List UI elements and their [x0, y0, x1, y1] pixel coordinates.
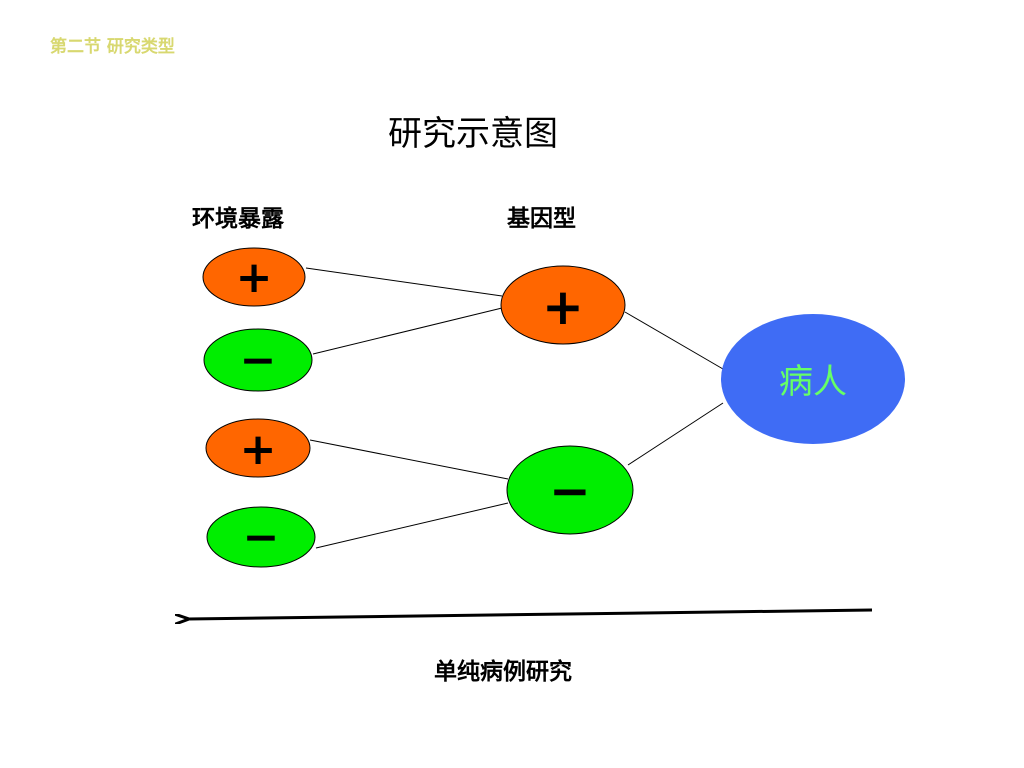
exposure-sign-4: −	[243, 512, 280, 563]
exposure-sign-2: −	[240, 335, 277, 386]
exposure-label: 环境暴露	[192, 205, 284, 232]
connector-exp3-gen2	[309, 439, 509, 480]
genotype-node-negative: −	[506, 445, 634, 535]
genotype-node-positive: +	[500, 265, 626, 345]
study-caption: 单纯病例研究	[434, 658, 572, 685]
genotype-sign-2: −	[549, 462, 591, 520]
exposure-node-positive-1: +	[202, 247, 306, 307]
exposure-node-negative-1: −	[203, 328, 313, 392]
genotype-sign-1: +	[542, 278, 584, 336]
connector-lines	[305, 267, 724, 549]
exposure-sign-1: +	[236, 252, 273, 303]
connector-exp2-gen1	[312, 307, 503, 355]
section-header: 第二节 研究类型	[50, 37, 175, 57]
patient-node: 病人	[721, 314, 905, 444]
connector-exp1-gen1	[305, 267, 503, 297]
exposure-node-positive-2: +	[205, 418, 311, 478]
exposure-sign-3: +	[240, 424, 277, 475]
connector-gen1-patient	[624, 311, 724, 370]
slide-title: 研究示意图	[388, 114, 558, 154]
study-direction-arrow	[188, 608, 873, 619]
connector-gen2-patient	[627, 402, 724, 466]
exposure-node-negative-2: −	[206, 506, 316, 568]
patient-label: 病人	[779, 362, 847, 402]
connector-exp4-gen2	[315, 502, 509, 549]
genotype-label: 基因型	[507, 205, 576, 232]
